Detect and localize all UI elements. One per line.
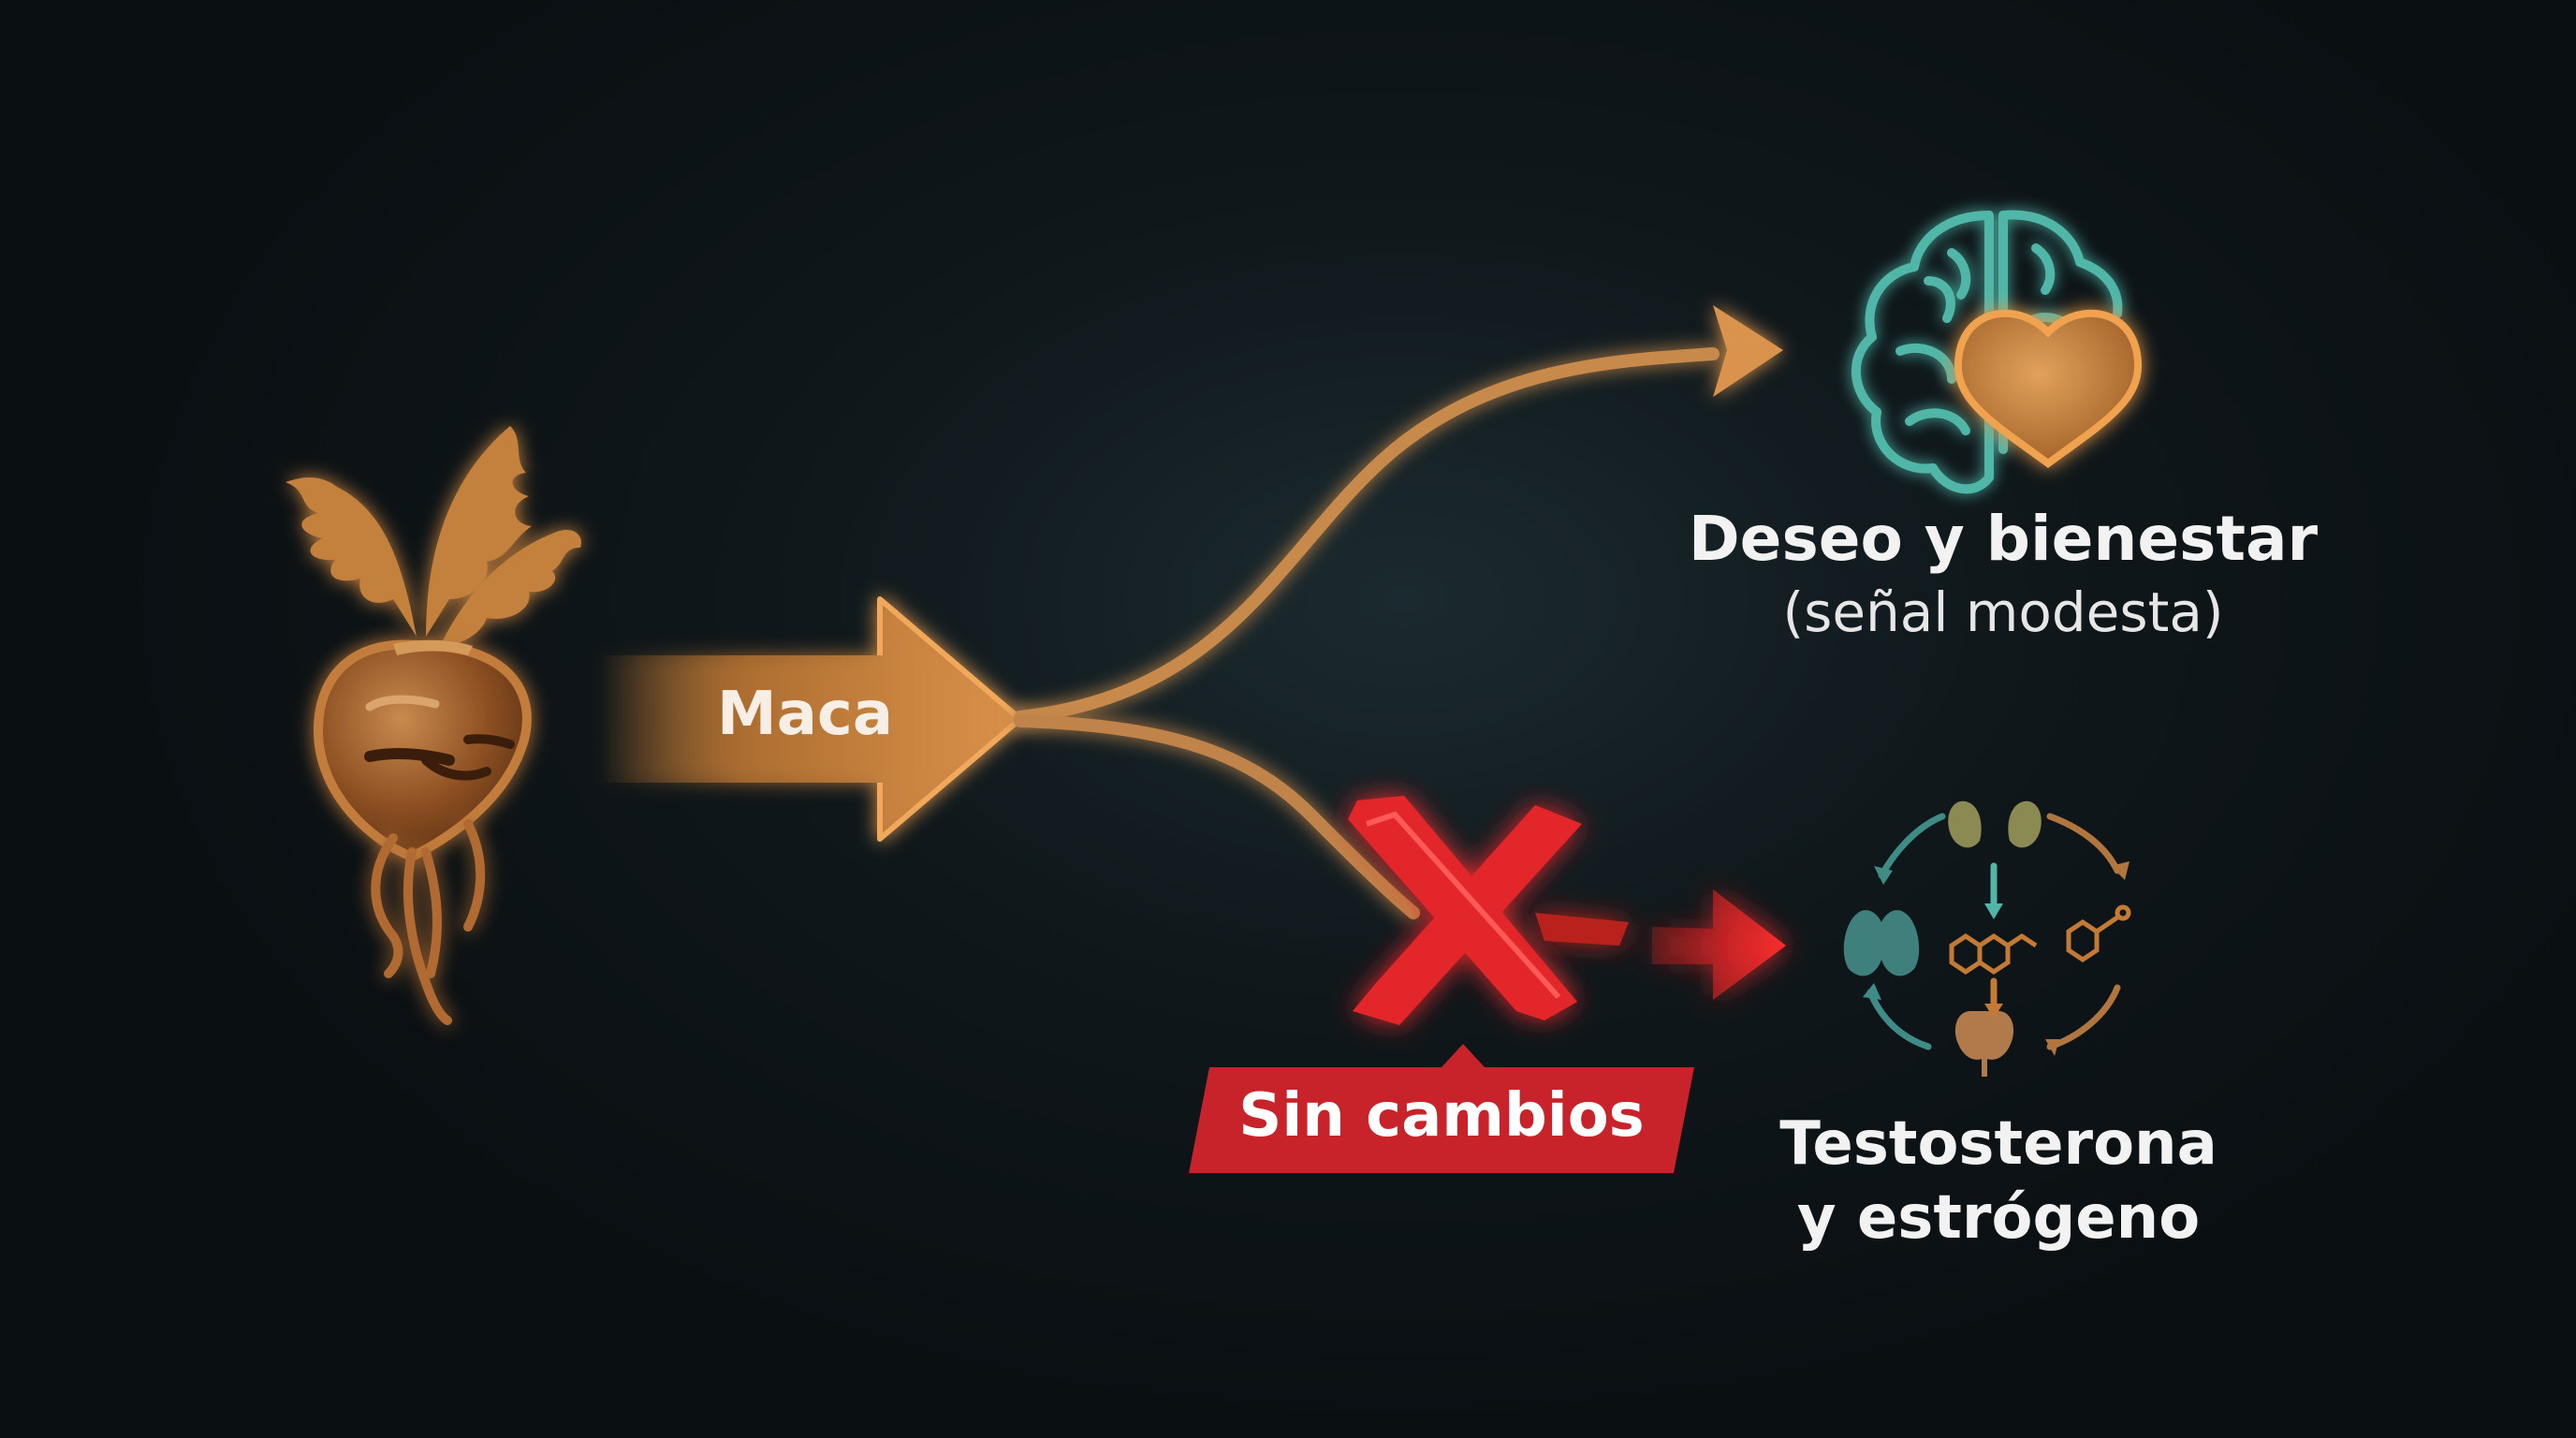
hormone-title-line2: y estrógeno (1796, 1183, 2201, 1253)
status-badge (1189, 1067, 1694, 1173)
source-label: Maca (717, 680, 893, 749)
badge-pointer (1442, 1044, 1485, 1067)
red-arrow (1535, 889, 1786, 1000)
status-badge-label: Sin cambios (1238, 1081, 1645, 1151)
upper-arrow (1014, 305, 1783, 724)
desire-title: Deseo y bienestar (1688, 503, 2319, 575)
maca-root-icon (285, 426, 581, 1025)
cross-icon (1348, 796, 1582, 1025)
hormone-title-line1: Testosterona (1779, 1109, 2217, 1179)
heart-icon (1954, 309, 2143, 468)
hormone-cycle-icon (1843, 800, 2131, 1077)
brain-icon (1851, 210, 2123, 494)
lower-arrow (1014, 714, 1420, 919)
desire-subtitle: (señal modesta) (1782, 580, 2224, 644)
